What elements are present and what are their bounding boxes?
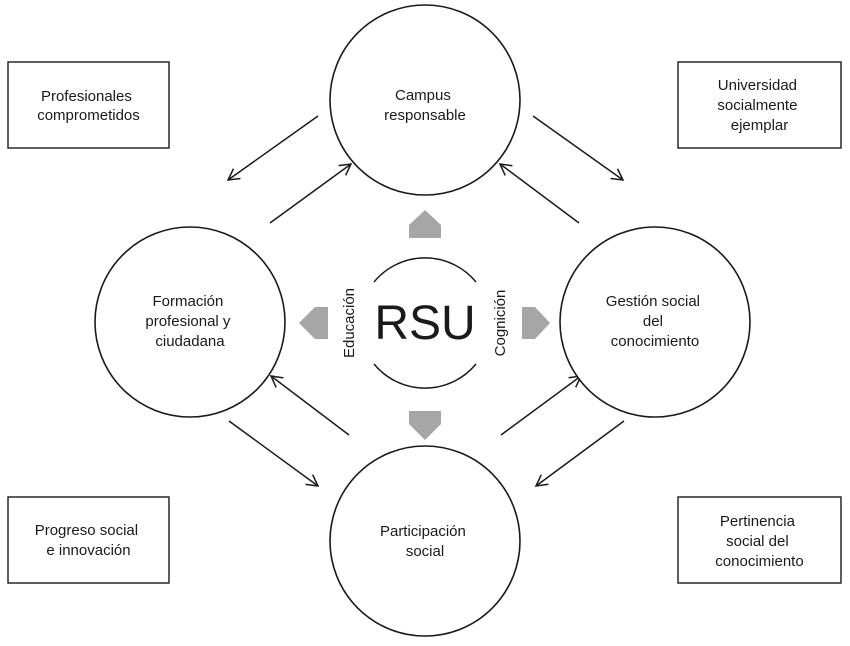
circle-right-line-1: Gestión social [606,293,700,310]
center-hub: RSU Educación Cognición [341,257,509,389]
block-arrow-up [409,210,441,238]
center-arc-top [373,257,477,283]
circle-right-line-2: del [643,313,663,330]
svg-text:Formación profesional y: Formación profesional y ciudadana [145,293,234,350]
box-bottom-left-line-1: Progreso social [35,522,138,539]
side-label-educacion: Educación [341,288,358,358]
circle-left: Formación profesional y ciudadana [94,226,286,418]
circle-right-line-3: conocimiento [611,333,699,350]
block-arrows [299,210,550,440]
box-top-right-line-2: socialmente [717,97,797,114]
box-bottom-left: Progreso social e innovación [7,496,170,584]
box-top-right-line-3: ejemplar [731,117,789,134]
svg-text:Pertinencia social del: Pertinencia social del conocimiento [715,513,803,570]
svg-text:Progreso social e innova: Progreso social e innovación [35,522,143,559]
block-arrow-left [299,307,328,339]
box-top-left-line-2: comprometidos [37,107,140,124]
circle-right: Gestión social del conocimiento [559,226,751,418]
circle-top-line-1: Campus [395,87,451,104]
box-top-left: Profesionales comprometidos [7,61,170,149]
svg-text:Profesionales comprometi: Profesionales comprometidos [37,88,140,124]
svg-text:Universidad socialmente: Universidad socialmente ejemplar [717,77,801,134]
arrow-campus-to-profesionales [226,115,319,181]
circle-left-line-2: profesional y [145,313,231,330]
arrow-formacion-to-progreso [228,420,320,487]
circle-top-line-2: responsable [384,107,466,124]
circle-left-line-3: ciudadana [155,333,225,350]
arrow-gestion-to-campus [498,163,580,224]
svg-text:Campus responsable: Campus responsable [384,87,466,124]
box-bottom-right-line-3: conocimiento [715,553,803,570]
box-bottom-right-line-1: Pertinencia [720,513,796,530]
circle-bottom-line-1: Participación [380,523,466,540]
circle-bottom-line-2: social [406,543,444,560]
arrow-gestion-to-pertinencia [534,420,625,487]
block-arrow-down [409,411,441,440]
connector-arrows [226,115,625,487]
arrow-participacion-to-gestion [500,375,583,436]
box-top-right-line-1: Universidad [718,77,797,94]
svg-text:Gestión social del: Gestión social del conocimiento [606,293,704,350]
side-label-cognicion: Cognición [492,290,509,357]
block-arrow-right [522,307,550,339]
circle-left-line-1: Formación [152,293,223,310]
box-top-left-line-1: Profesionales [41,88,132,105]
circle-top: Campus responsable [329,4,521,196]
box-bottom-right: Pertinencia social del conocimiento [677,496,842,584]
svg-text:Participación social: Participación social [380,523,470,560]
arrow-formacion-to-campus [269,163,353,224]
arrow-campus-to-universidad [532,115,625,181]
box-bottom-left-line-2: e innovación [46,542,130,559]
center-arc-bottom [373,363,477,389]
circle-bottom: Participación social [329,445,521,637]
box-bottom-right-line-2: social del [726,533,789,550]
center-label: RSU [374,297,475,350]
box-top-right: Universidad socialmente ejemplar [677,61,842,149]
arrow-participacion-to-formacion [269,375,350,436]
